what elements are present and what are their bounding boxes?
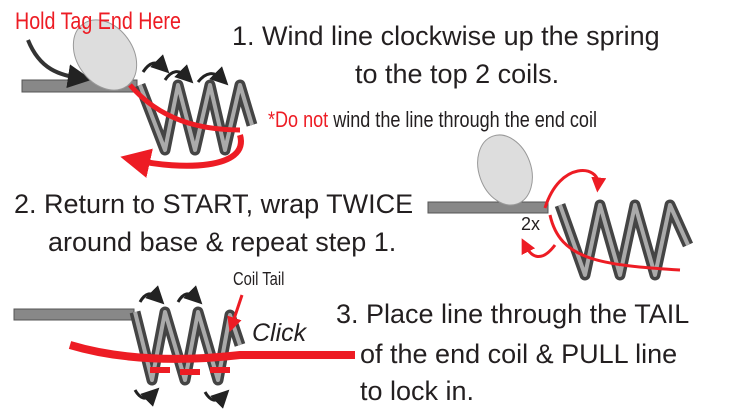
step3-text-line2: of the end coil & PULL line: [360, 339, 678, 369]
coil-tail-label: Coil Tail: [233, 269, 285, 289]
step2-text-line1: 2. Return to START, wrap TWICE: [14, 189, 414, 219]
step1-text-line2: to the top 2 coils.: [355, 59, 560, 89]
click-label: Click: [252, 319, 307, 347]
step3-text-line1: 3. Place line through the TAIL: [336, 299, 690, 329]
curved-arrow-icon: [26, 39, 92, 89]
step1-text-line1: 1. Wind line clockwise up the spring: [232, 21, 660, 51]
finger-icon: [72, 19, 138, 91]
step1-spring-illustration: [21, 19, 258, 178]
finger-icon: [477, 134, 533, 206]
step1-warning: *Do not wind the line through the end co…: [268, 104, 597, 136]
step2-text-line2: around base & repeat step 1.: [48, 227, 397, 257]
step3-text-line3: to lock in.: [360, 376, 475, 406]
warning-prefix: *Do not: [268, 107, 329, 132]
step2-spring-illustration: [427, 134, 694, 281]
step3-spring-illustration: [13, 285, 355, 409]
hold-tag-label: Hold Tag End Here: [15, 8, 181, 35]
warning-text: wind the line through the end coil: [328, 107, 597, 132]
twice-count-label: 2x: [521, 214, 541, 234]
